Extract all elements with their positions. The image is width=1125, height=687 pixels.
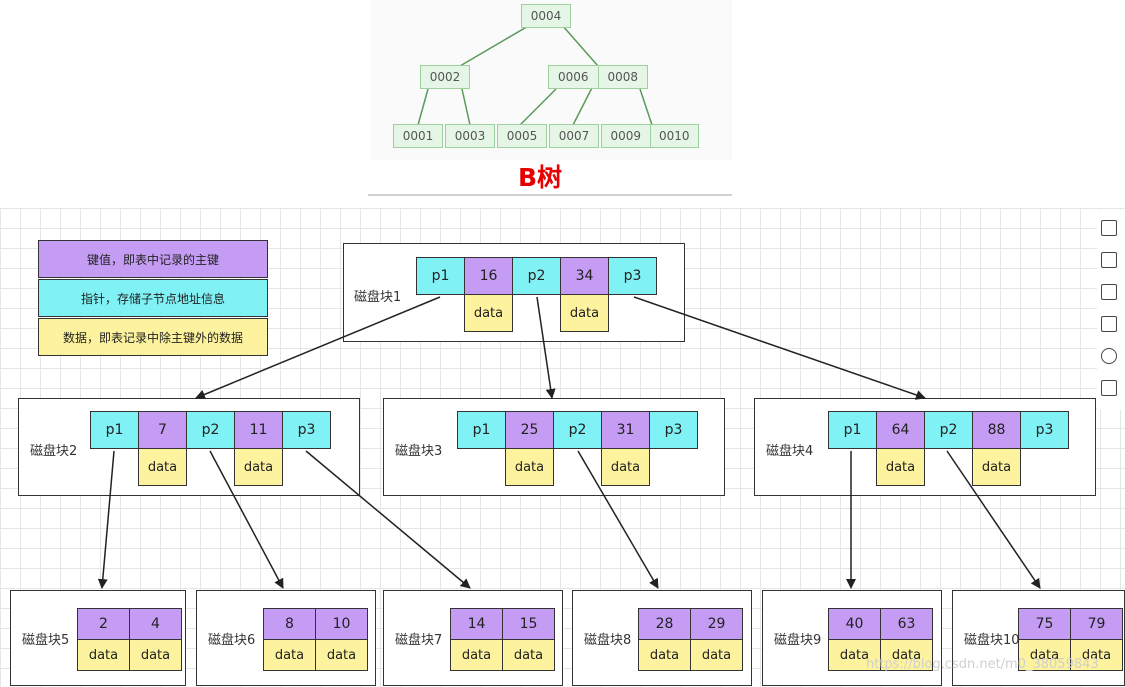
key-cell: 7 [138,411,187,449]
disk-block-label: 磁盘块1 [354,290,402,305]
disk-block-label: 磁盘块10 [964,633,1020,648]
comment-icon[interactable] [1101,380,1117,396]
data-cell: data [876,448,925,486]
btree-key: 0002 [429,70,461,84]
watermark: https://blog.csdn.net/m0_38059843 [866,657,1099,672]
key-cell: 16 [464,257,513,295]
key-cell: 64 [876,411,925,449]
data-cell: data [263,639,316,671]
data-cell: data [601,448,650,486]
key-cell: 28 [638,608,691,640]
data-cell: data [234,448,283,486]
pointer-cell: p3 [1020,411,1069,449]
key-cell: 4 [129,608,182,640]
key-cell: 14 [450,608,503,640]
disk-block-label: 磁盘块8 [584,633,632,648]
layers-icon[interactable] [1101,252,1117,268]
btree-leaf-node: 0001 [393,124,443,148]
data-cell: data [315,639,368,671]
data-cell: data [560,294,609,332]
data-cell: data [690,639,743,671]
key-cell: 31 [601,411,650,449]
legend-data: 数据，即表记录中除主键外的数据 [38,318,268,356]
btree-key: 0004 [530,9,562,23]
key-cell: 34 [560,257,609,295]
btree-leaf-node: 0005 [497,124,547,148]
btree-key: 0001 [402,129,434,143]
btree-leaf-node: 0009 0010 [601,124,699,148]
btree-key: 0009 [610,129,642,143]
data-cell: data [505,448,554,486]
format-icon[interactable] [1101,220,1117,236]
btree-leaf-node: 0007 [549,124,599,148]
btree-root-node: 0004 [521,4,571,28]
pointer-cell: p3 [282,411,331,449]
key-cell: 63 [880,608,933,640]
btree-illustration: 0004 0002 0006 0008 0001 0003 0005 0007 0… [0,0,1125,208]
btree-key: 0003 [454,129,486,143]
key-cell: 2 [77,608,130,640]
btree-key: 0007 [558,129,590,143]
key-cell: 15 [502,608,555,640]
btree-node: 0006 0008 [548,65,648,89]
key-cell: 11 [234,411,283,449]
disk-block-label: 磁盘块4 [766,444,814,459]
btree-title: B树 [517,163,563,192]
btree-key: 0010 [649,125,699,147]
key-cell: 40 [828,608,881,640]
outline-icon[interactable] [1101,284,1117,300]
key-cell: 25 [505,411,554,449]
pointer-cell: p2 [186,411,235,449]
key-cell: 10 [315,608,368,640]
pointer-cell: p3 [608,257,657,295]
data-cell: data [880,639,933,671]
data-cell: data [828,639,881,671]
pointer-cell: p1 [828,411,877,449]
key-cell: 79 [1070,608,1123,640]
pointer-cell: p2 [512,257,561,295]
data-cell: data [450,639,503,671]
disk-block-label: 磁盘块5 [22,633,70,648]
btree-key: 0006 [557,70,589,84]
key-cell: 29 [690,608,743,640]
data-cell: data [138,448,187,486]
disk-block-label: 磁盘块7 [395,633,443,648]
data-cell: data [972,448,1021,486]
disk-block-label: 磁盘块9 [774,633,822,648]
history-icon[interactable] [1101,348,1117,364]
key-cell: 88 [972,411,1021,449]
page-icon[interactable] [1101,316,1117,332]
btree-key: 0005 [506,129,538,143]
section-divider [368,194,732,196]
legend-pointer: 指针，存储子节点地址信息 [38,279,268,317]
data-cell: data [502,639,555,671]
key-cell: 75 [1018,608,1071,640]
data-cell: data [77,639,130,671]
disk-block-label: 磁盘块2 [30,444,78,459]
pointer-cell: p3 [649,411,698,449]
key-cell: 8 [263,608,316,640]
data-cell: data [638,639,691,671]
disk-block-label: 磁盘块6 [208,633,256,648]
pointer-cell: p1 [416,257,465,295]
legend-key: 键值，即表中记录的主键 [38,240,268,278]
pointer-cell: p1 [457,411,506,449]
btree-node: 0002 [420,65,470,89]
disk-block-label: 磁盘块3 [395,444,443,459]
pointer-cell: p2 [553,411,602,449]
data-cell: data [129,639,182,671]
right-toolbar [1097,210,1125,410]
pointer-cell: p1 [90,411,139,449]
pointer-cell: p2 [924,411,973,449]
data-cell: data [1070,639,1123,671]
data-cell: data [464,294,513,332]
data-cell: data [1018,639,1071,671]
btree-key: 0008 [597,66,648,88]
btree-leaf-node: 0003 [445,124,495,148]
